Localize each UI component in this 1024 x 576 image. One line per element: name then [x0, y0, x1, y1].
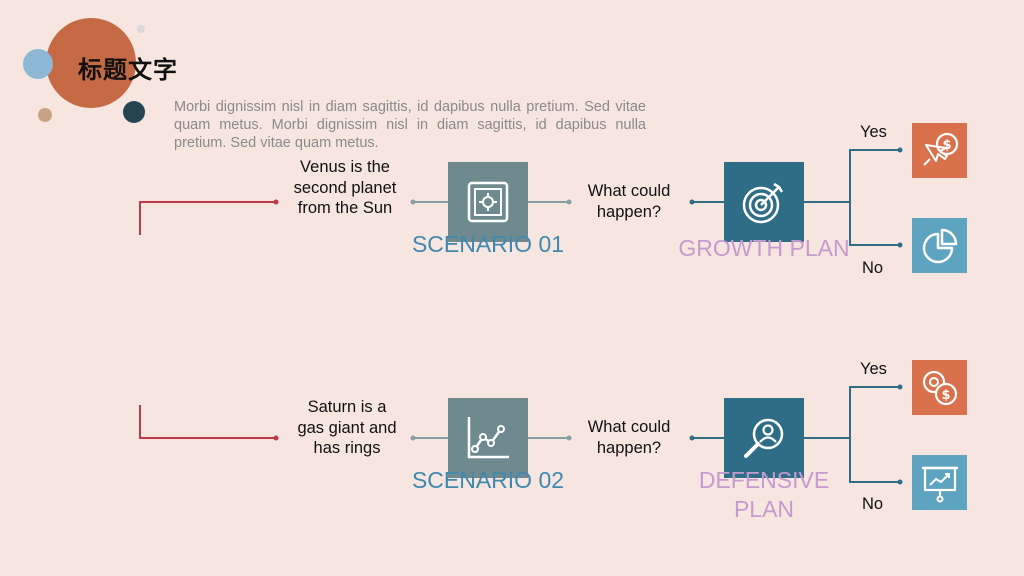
page-description: Morbi dignissim nisl in diam sagittis, i… — [174, 99, 646, 151]
presentation-chart-icon — [921, 466, 958, 502]
decor-circle-large — [46, 18, 136, 108]
row1-plan-box — [724, 162, 804, 242]
decor-circle-blue — [23, 49, 53, 79]
row1-scenario-label: SCENARIO 01 — [411, 231, 565, 257]
decor-circle-small-gray — [137, 25, 145, 33]
decor-circle-tan — [38, 108, 52, 122]
target-icon — [742, 182, 784, 224]
row1-yes-label: Yes — [860, 123, 887, 141]
row2-question: What could happen? — [587, 418, 671, 457]
row2-plan-box — [724, 398, 804, 478]
row2-input-text: Saturn is a gas giant and has rings — [297, 398, 397, 457]
svg-text:$: $ — [942, 138, 951, 153]
row2-scenario-box — [448, 398, 528, 478]
page-title: 标题文字 — [78, 56, 178, 84]
row2-yes-label: Yes — [860, 360, 887, 378]
magnifier-user-icon — [744, 418, 784, 458]
money-click-icon: $ — [922, 132, 958, 166]
coins-icon: $ — [922, 370, 957, 405]
line-chart-icon — [467, 417, 509, 459]
row1-yes-box: $ — [912, 123, 967, 178]
row1-no-label: No — [862, 259, 884, 277]
decor-circle-dark — [123, 101, 145, 123]
row1-plan-label: GROWTH PLAN — [678, 235, 850, 261]
safe-icon — [467, 181, 509, 223]
row1-no-box — [912, 218, 967, 273]
pie-chart-icon — [922, 228, 957, 263]
row1-scenario-box — [448, 162, 528, 242]
row1-question: What could happen? — [587, 182, 671, 221]
svg-text:$: $ — [941, 388, 950, 403]
row1-input-text: Venus is the second planet from the Sun — [293, 158, 397, 217]
row2-no-box — [912, 455, 967, 510]
row2-scenario-label: SCENARIO 02 — [411, 467, 565, 493]
row2-yes-box: $ — [912, 360, 967, 415]
row2-plan-label: DEFENSIVE PLAN — [698, 467, 830, 522]
row2-no-label: No — [862, 495, 884, 513]
